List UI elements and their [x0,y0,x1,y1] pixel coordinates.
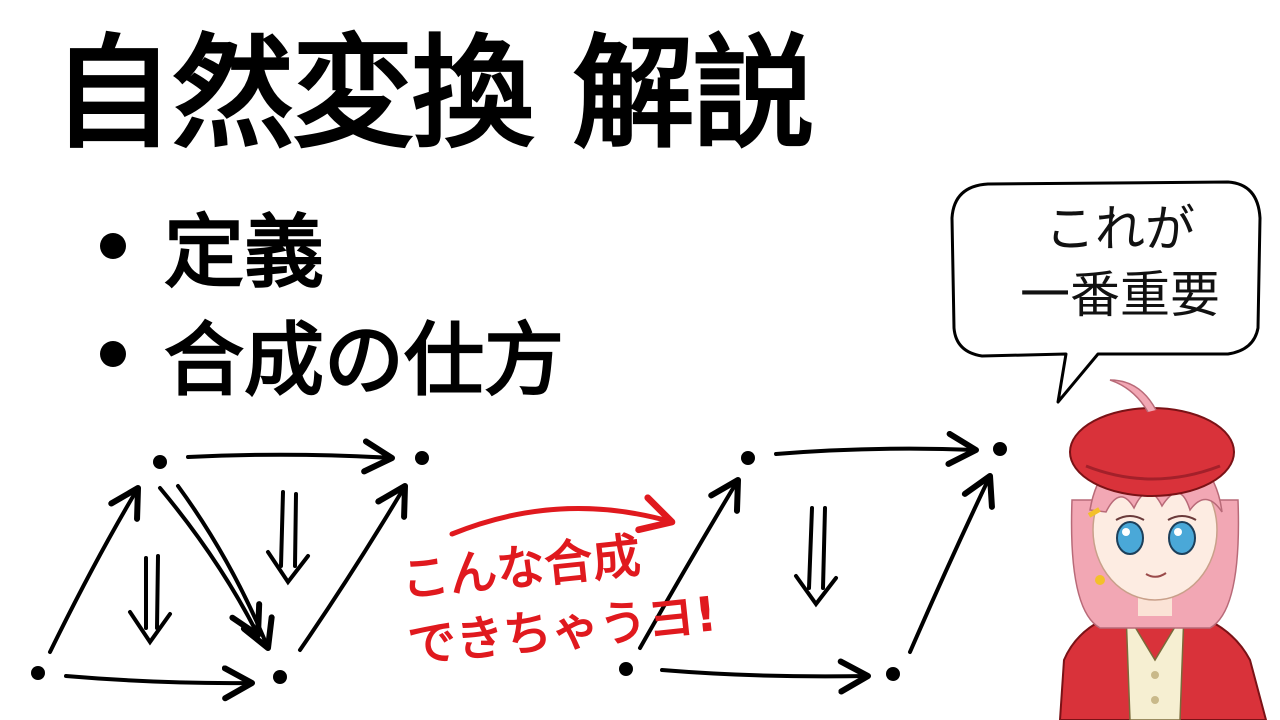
speech-bubble-text: これが 一番重要 [990,196,1250,328]
arrow [48,485,141,654]
arrow [774,430,979,467]
object-dot [619,662,633,676]
right-diagram [619,430,1007,695]
arrow [908,473,995,654]
object-dot [153,455,167,469]
arrow [186,438,395,475]
bullet-item-definition: 定義 [100,192,564,300]
page-title: 自然変換 解説 [52,21,814,165]
object-dot [741,451,755,465]
speech-line-1: これが [1045,200,1195,258]
bullet-dot-icon [100,341,126,367]
red-curved-arrow [449,494,676,537]
speech-line-2: 一番重要 [1020,266,1220,324]
bullet-list: 定義 合成の仕方 [100,192,564,408]
double-arrow-icon [266,490,310,586]
left-diagram [31,438,429,702]
bullet-text: 定義 [164,206,324,299]
arrow [660,658,871,695]
object-dot [31,666,45,680]
arrow [298,483,408,652]
speech-bubble [950,180,1262,404]
bullet-text: 合成の仕方 [164,314,564,407]
object-dot [886,667,900,681]
object-dot [415,451,429,465]
double-arrow-icon [128,554,172,646]
anime-character-illustration [1058,379,1268,720]
arrow [176,484,275,651]
bullet-dot-icon [100,233,126,259]
bullet-item-composition: 合成の仕方 [100,300,564,408]
object-dot [993,442,1007,456]
double-arrow-icon [794,506,838,608]
arrow [64,665,255,702]
object-dot [273,670,287,684]
arrow [158,486,263,638]
arrow [638,477,741,650]
